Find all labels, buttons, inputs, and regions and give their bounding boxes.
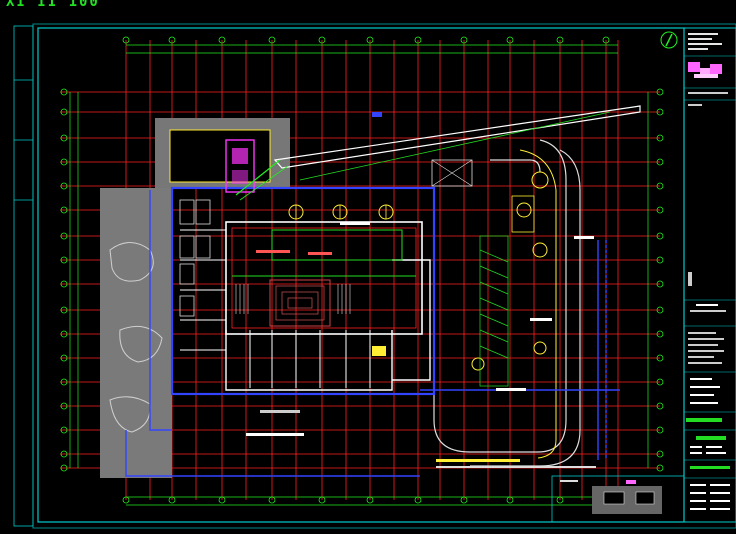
grid-bubble [656,354,664,362]
grid-bubble [656,256,664,264]
room-partitions [180,229,371,388]
grid-bubble [60,330,68,338]
annotation-marks [246,112,596,468]
grid-bubble [60,464,68,472]
grid-bubble [656,88,664,96]
grid-bubble [268,36,276,44]
vertical-grid-lines [125,40,619,500]
company-logo-icon [688,62,722,78]
grid-bubble [656,426,664,434]
grid-bubble [506,36,514,44]
stair-hatch [235,284,351,314]
grid-bubble [168,36,176,44]
grid-bubble [460,36,468,44]
dimension-lines [69,44,649,506]
grid-bubble [656,464,664,472]
grid-bubble [656,232,664,240]
roof-edge [273,105,641,169]
binding-strip [13,25,34,527]
grid-bubble [318,36,326,44]
grid-bubble [656,158,664,166]
grid-bubble [60,306,68,314]
site-road-inner [519,149,557,459]
grid-bubble [656,280,664,288]
grid-bubble [656,206,664,214]
grid-bubble [656,402,664,410]
hatched-area [100,188,172,478]
detail-inset [551,475,685,523]
grid-bubble [656,108,664,116]
grid-bubble [60,450,68,458]
grid-bubble [656,182,664,190]
site-road [433,139,581,467]
grid-bubble [60,256,68,264]
grid-bubble [60,108,68,116]
grid-bubble [60,158,68,166]
atrium-pattern [275,285,325,321]
grid-bubble [60,354,68,362]
north-arrow-icon [660,31,678,49]
building-walls [149,186,436,431]
grid-bubble [218,36,226,44]
grid-bubble [656,306,664,314]
grid-bubble [60,182,68,190]
grid-bubble [60,402,68,410]
elevator-core [225,139,289,201]
grid-bubble [60,206,68,214]
grid-bubbles [60,36,664,504]
grid-bubble [60,378,68,386]
grid-bubble [656,378,664,386]
grid-bubble [656,450,664,458]
toilet-stalls [179,199,211,317]
grid-bubble [366,36,374,44]
grid-bubble [60,280,68,288]
site-trees [288,171,549,371]
grid-bubble [60,426,68,434]
grid-bubble [656,134,664,142]
grid-bubble [60,134,68,142]
grid-bubble [60,88,68,96]
grid-bubble [122,36,130,44]
parking-ramp [479,235,509,387]
grid-bubble [602,36,610,44]
grid-bubble [60,232,68,240]
grid-bubble [656,330,664,338]
grid-bubble [414,36,422,44]
header-scale-text: XI II 100 [6,0,100,10]
title-block [683,27,736,523]
grid-bubble [556,36,564,44]
